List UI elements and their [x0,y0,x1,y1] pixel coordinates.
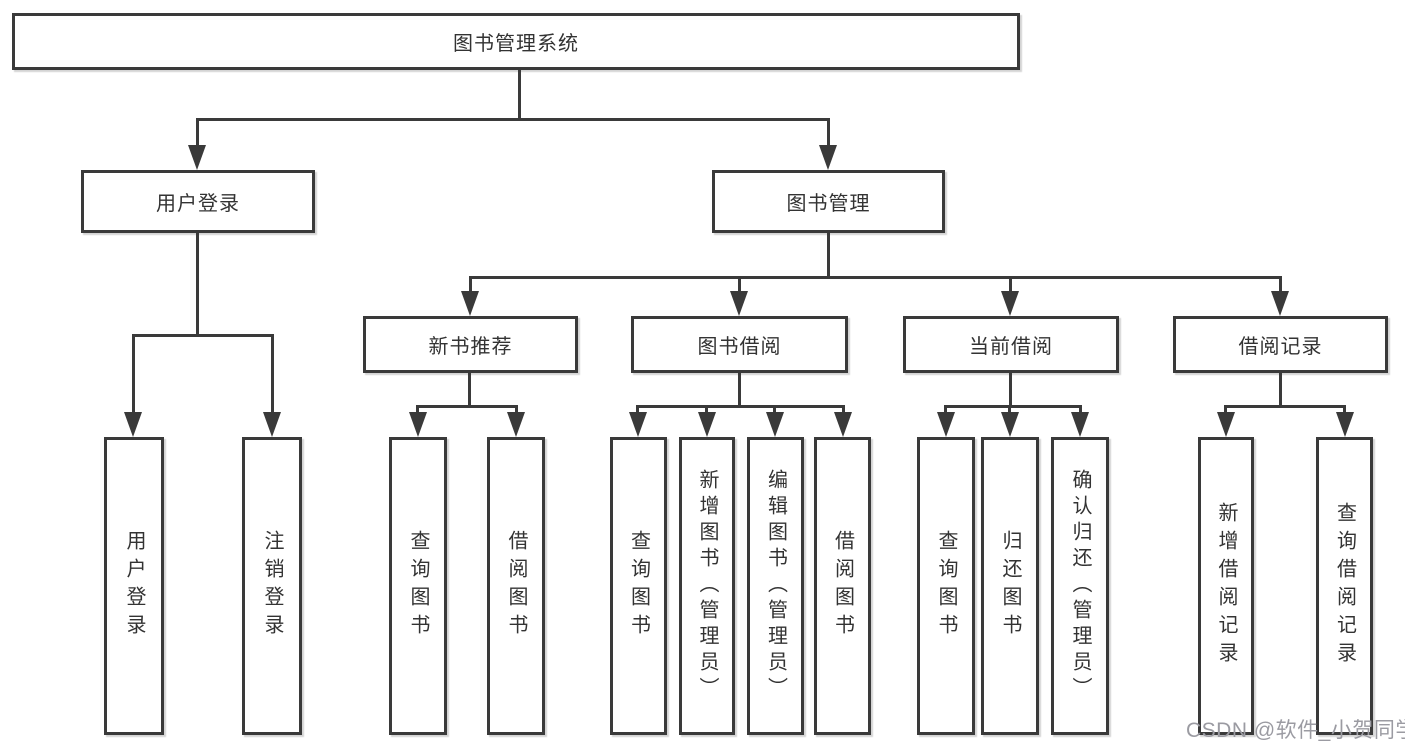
connector-borrowrecords-drop-2 [1343,405,1346,415]
leaf-query-borrow-record: 查询借阅记录 [1316,437,1373,735]
arrow-to-current-borrowing [1001,291,1019,316]
node-book-borrowing: 图书借阅 [631,316,848,373]
connector-bookborrow-drop-1 [636,405,639,415]
connector-bookborrow-drop-3 [773,405,776,415]
connector-currentborrow-drop-2 [1008,405,1011,415]
arrow-to-leaf-query-books-current [937,412,955,437]
leaf-logout: 注销登录 [242,437,302,735]
node-root-library-management-system: 图书管理系统 [12,13,1020,70]
connector-userlogin-drop-right [271,334,274,414]
connector-root-drop-right [827,118,830,148]
connector-borrowrecords-crossbar [1224,405,1346,408]
leaf-query-books-borrow: 查询图书 [610,437,667,735]
node-user-login: 用户登录 [81,170,315,233]
leaf-confirm-return-admin: 确认归还（管理员） [1051,437,1109,735]
arrow-to-leaf-query-borrow-record [1336,412,1354,437]
connector-borrowrecords-stem [1279,373,1282,407]
leaf-edit-book-admin: 编辑图书（管理员） [747,437,804,735]
node-new-book-recommendation: 新书推荐 [363,316,578,373]
connector-newbooks-drop-1 [416,405,419,415]
connector-bookmgmt-drop-4 [1279,276,1282,293]
node-borrowing-records: 借阅记录 [1173,316,1388,373]
connector-userlogin-drop-left [132,334,135,414]
connector-newbooks-stem [468,373,471,407]
node-book-management: 图书管理 [712,170,945,233]
arrow-to-borrowing-records [1271,291,1289,316]
connector-newbooks-drop-2 [515,405,518,415]
connector-currentborrow-stem [1009,373,1012,407]
connector-bookmgmt-crossbar [469,276,1282,279]
csdn-watermark: CSDN @软件_小贺同学 [1186,719,1405,742]
node-current-borrowing: 当前借阅 [903,316,1119,373]
connector-currentborrow-drop-1 [944,405,947,415]
arrow-to-leaf-return-book [1001,412,1019,437]
connector-borrowrecords-drop-1 [1224,405,1227,415]
connector-bookborrow-crossbar [636,405,845,408]
leaf-add-borrow-record: 新增借阅记录 [1198,437,1254,735]
leaf-query-books-current: 查询图书 [917,437,975,735]
connector-bookmgmt-drop-1 [469,276,472,293]
leaf-add-book-admin: 新增图书（管理员） [679,437,735,735]
arrow-to-leaf-confirm-return-admin [1071,412,1089,437]
connector-bookmgmt-drop-3 [1009,276,1012,293]
connector-newbooks-crossbar [416,405,518,408]
arrow-to-book-borrowing [730,291,748,316]
connector-bookborrow-drop-4 [842,405,845,415]
leaf-borrow-books-recommend: 借阅图书 [487,437,545,735]
arrow-to-leaf-user-login [124,412,142,437]
arrow-to-leaf-add-book-admin [698,412,716,437]
arrow-to-leaf-logout [263,412,281,437]
arrow-to-user-login [188,145,206,170]
arrow-to-new-book-recommendation [461,291,479,316]
connector-bookmgmt-stem [827,233,830,278]
arrow-to-book-management [819,145,837,170]
leaf-borrow-books: 借阅图书 [814,437,871,735]
connector-userlogin-crossbar [132,334,274,337]
leaf-query-books-recommend: 查询图书 [389,437,447,735]
arrow-to-leaf-add-borrow-record [1217,412,1235,437]
connector-userlogin-stem [196,233,199,336]
connector-root-crossbar [196,118,830,121]
connector-bookmgmt-drop-2 [738,276,741,293]
leaf-user-login: 用户登录 [104,437,164,735]
arrow-to-leaf-borrow-books-recommend [507,412,525,437]
connector-root-drop-left [196,118,199,148]
arrow-to-leaf-borrow-books [834,412,852,437]
connector-bookborrow-drop-2 [705,405,708,415]
connector-currentborrow-drop-3 [1079,405,1082,415]
arrow-to-leaf-query-books-borrow [629,412,647,437]
connector-currentborrow-crossbar [944,405,1082,408]
connector-root-stem [518,69,521,120]
arrow-to-leaf-edit-book-admin [766,412,784,437]
connector-bookborrow-stem [738,373,741,407]
leaf-return-book: 归还图书 [981,437,1039,735]
arrow-to-leaf-query-books-recommend [409,412,427,437]
